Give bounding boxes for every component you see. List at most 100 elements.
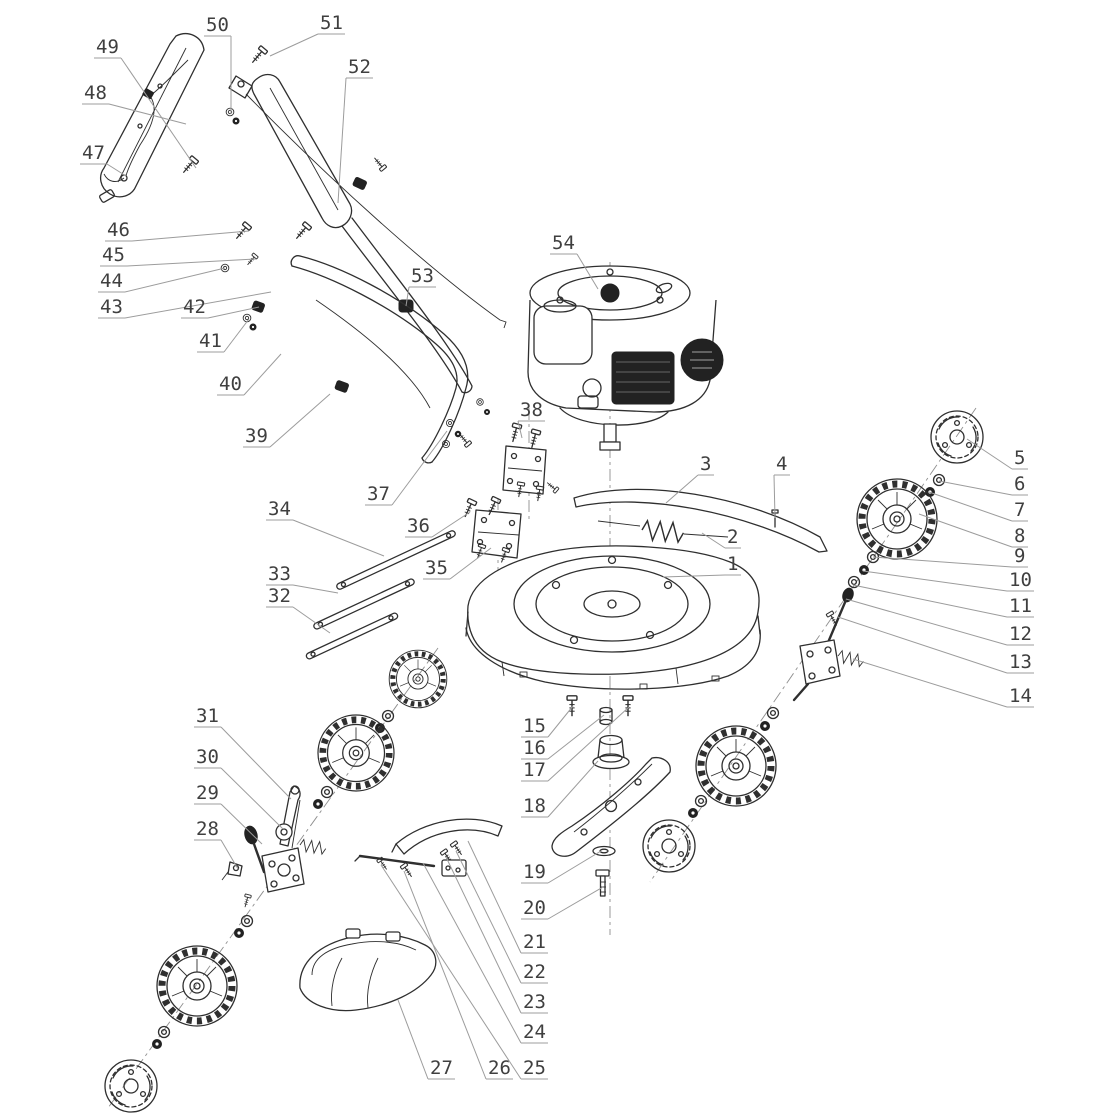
part-label-8: 8 (918, 513, 1028, 548)
part-label-12: 12 (845, 598, 1034, 646)
part-label-44: 44 (98, 267, 226, 293)
part-label-42: 42 (181, 296, 260, 319)
svg-text:5: 5 (1014, 447, 1025, 469)
svg-text:39: 39 (245, 425, 268, 447)
part-label-50: 50 (204, 14, 232, 114)
part-label-35: 35 (423, 547, 492, 580)
svg-text:44: 44 (100, 270, 123, 292)
part-label-25: 25 (380, 864, 548, 1080)
engine (527, 265, 724, 451)
mower-deck (465, 545, 761, 690)
svg-text:17: 17 (523, 759, 546, 781)
svg-text:33: 33 (268, 563, 291, 585)
part-label-7: 7 (928, 491, 1028, 522)
svg-text:50: 50 (206, 14, 229, 36)
svg-text:52: 52 (348, 56, 371, 78)
svg-text:36: 36 (407, 515, 430, 537)
svg-text:35: 35 (425, 557, 448, 579)
svg-text:4: 4 (776, 453, 787, 475)
front-baffle (354, 818, 503, 880)
svg-text:37: 37 (367, 483, 390, 505)
svg-text:3: 3 (700, 453, 711, 475)
svg-text:29: 29 (196, 782, 219, 804)
svg-text:23: 23 (523, 991, 546, 1013)
svg-text:18: 18 (523, 795, 546, 817)
part-label-15: 15 (521, 705, 574, 738)
part-label-54: 54 (550, 232, 599, 290)
part-label-33: 33 (266, 563, 339, 594)
part-label-24: 24 (422, 862, 548, 1044)
part-label-53: 53 (405, 265, 436, 307)
svg-text:45: 45 (102, 244, 125, 266)
height-adjuster-assembly (792, 587, 866, 702)
svg-text:6: 6 (1014, 473, 1025, 495)
part-label-10: 10 (862, 569, 1034, 592)
svg-text:13: 13 (1009, 651, 1032, 673)
svg-text:28: 28 (196, 818, 219, 840)
part-label-29: 29 (194, 782, 263, 845)
rear-guard-rail (573, 488, 828, 553)
part-label-23: 23 (445, 856, 548, 1014)
mulch-deflector (299, 928, 437, 1012)
svg-text:34: 34 (268, 498, 291, 520)
part-label-51: 51 (269, 12, 345, 57)
part-label-22: 22 (455, 850, 548, 984)
svg-text:31: 31 (196, 705, 219, 727)
part-label-27: 27 (397, 999, 455, 1080)
part-label-46: 46 (105, 219, 250, 242)
part-label-30: 30 (194, 746, 284, 830)
part-label-32: 32 (266, 585, 331, 634)
svg-text:16: 16 (523, 737, 546, 759)
part-label-31: 31 (194, 705, 292, 800)
svg-text:11: 11 (1009, 595, 1032, 617)
part-label-4: 4 (773, 453, 790, 519)
part-label-38: 38 (517, 399, 545, 439)
svg-text:43: 43 (100, 296, 123, 318)
part-label-49: 49 (94, 36, 197, 169)
svg-text:19: 19 (523, 861, 546, 883)
part-label-39: 39 (243, 393, 331, 448)
part-label-40: 40 (217, 353, 282, 396)
part-label-3: 3 (665, 453, 714, 504)
part-label-52: 52 (337, 56, 373, 204)
part-label-16: 16 (521, 714, 605, 760)
svg-text:49: 49 (96, 36, 119, 58)
blade (551, 756, 671, 857)
svg-text:48: 48 (84, 82, 107, 104)
svg-text:47: 47 (82, 142, 105, 164)
svg-text:51: 51 (320, 12, 343, 34)
upper-handle-right-tube (251, 73, 473, 394)
svg-text:26: 26 (488, 1057, 511, 1079)
engine-bracket (502, 422, 560, 502)
part-label-37: 37 (365, 430, 448, 506)
svg-text:46: 46 (107, 219, 130, 241)
svg-text:30: 30 (196, 746, 219, 768)
part-label-47: 47 (80, 142, 127, 177)
svg-text:1: 1 (727, 553, 738, 575)
blade-assembly (551, 695, 671, 897)
part-label-1: 1 (662, 553, 741, 578)
part-label-2: 2 (701, 526, 741, 549)
part-label-36: 36 (405, 511, 471, 538)
svg-text:54: 54 (552, 232, 575, 254)
svg-text:8: 8 (1014, 525, 1025, 547)
part-label-9: 9 (872, 545, 1028, 568)
svg-text:21: 21 (523, 931, 546, 953)
svg-text:10: 10 (1009, 569, 1032, 591)
part-label-34: 34 (266, 498, 385, 557)
svg-text:12: 12 (1009, 623, 1032, 645)
svg-text:41: 41 (199, 330, 222, 352)
part-label-28: 28 (194, 818, 239, 870)
part-label-5: 5 (966, 438, 1028, 470)
part-label-11: 11 (852, 584, 1034, 618)
handle-hardware (179, 154, 388, 331)
svg-text:9: 9 (1014, 545, 1025, 567)
axle-bars (305, 530, 456, 660)
svg-text:24: 24 (523, 1021, 546, 1043)
part-label-48: 48 (82, 82, 187, 125)
svg-text:32: 32 (268, 585, 291, 607)
svg-text:40: 40 (219, 373, 242, 395)
